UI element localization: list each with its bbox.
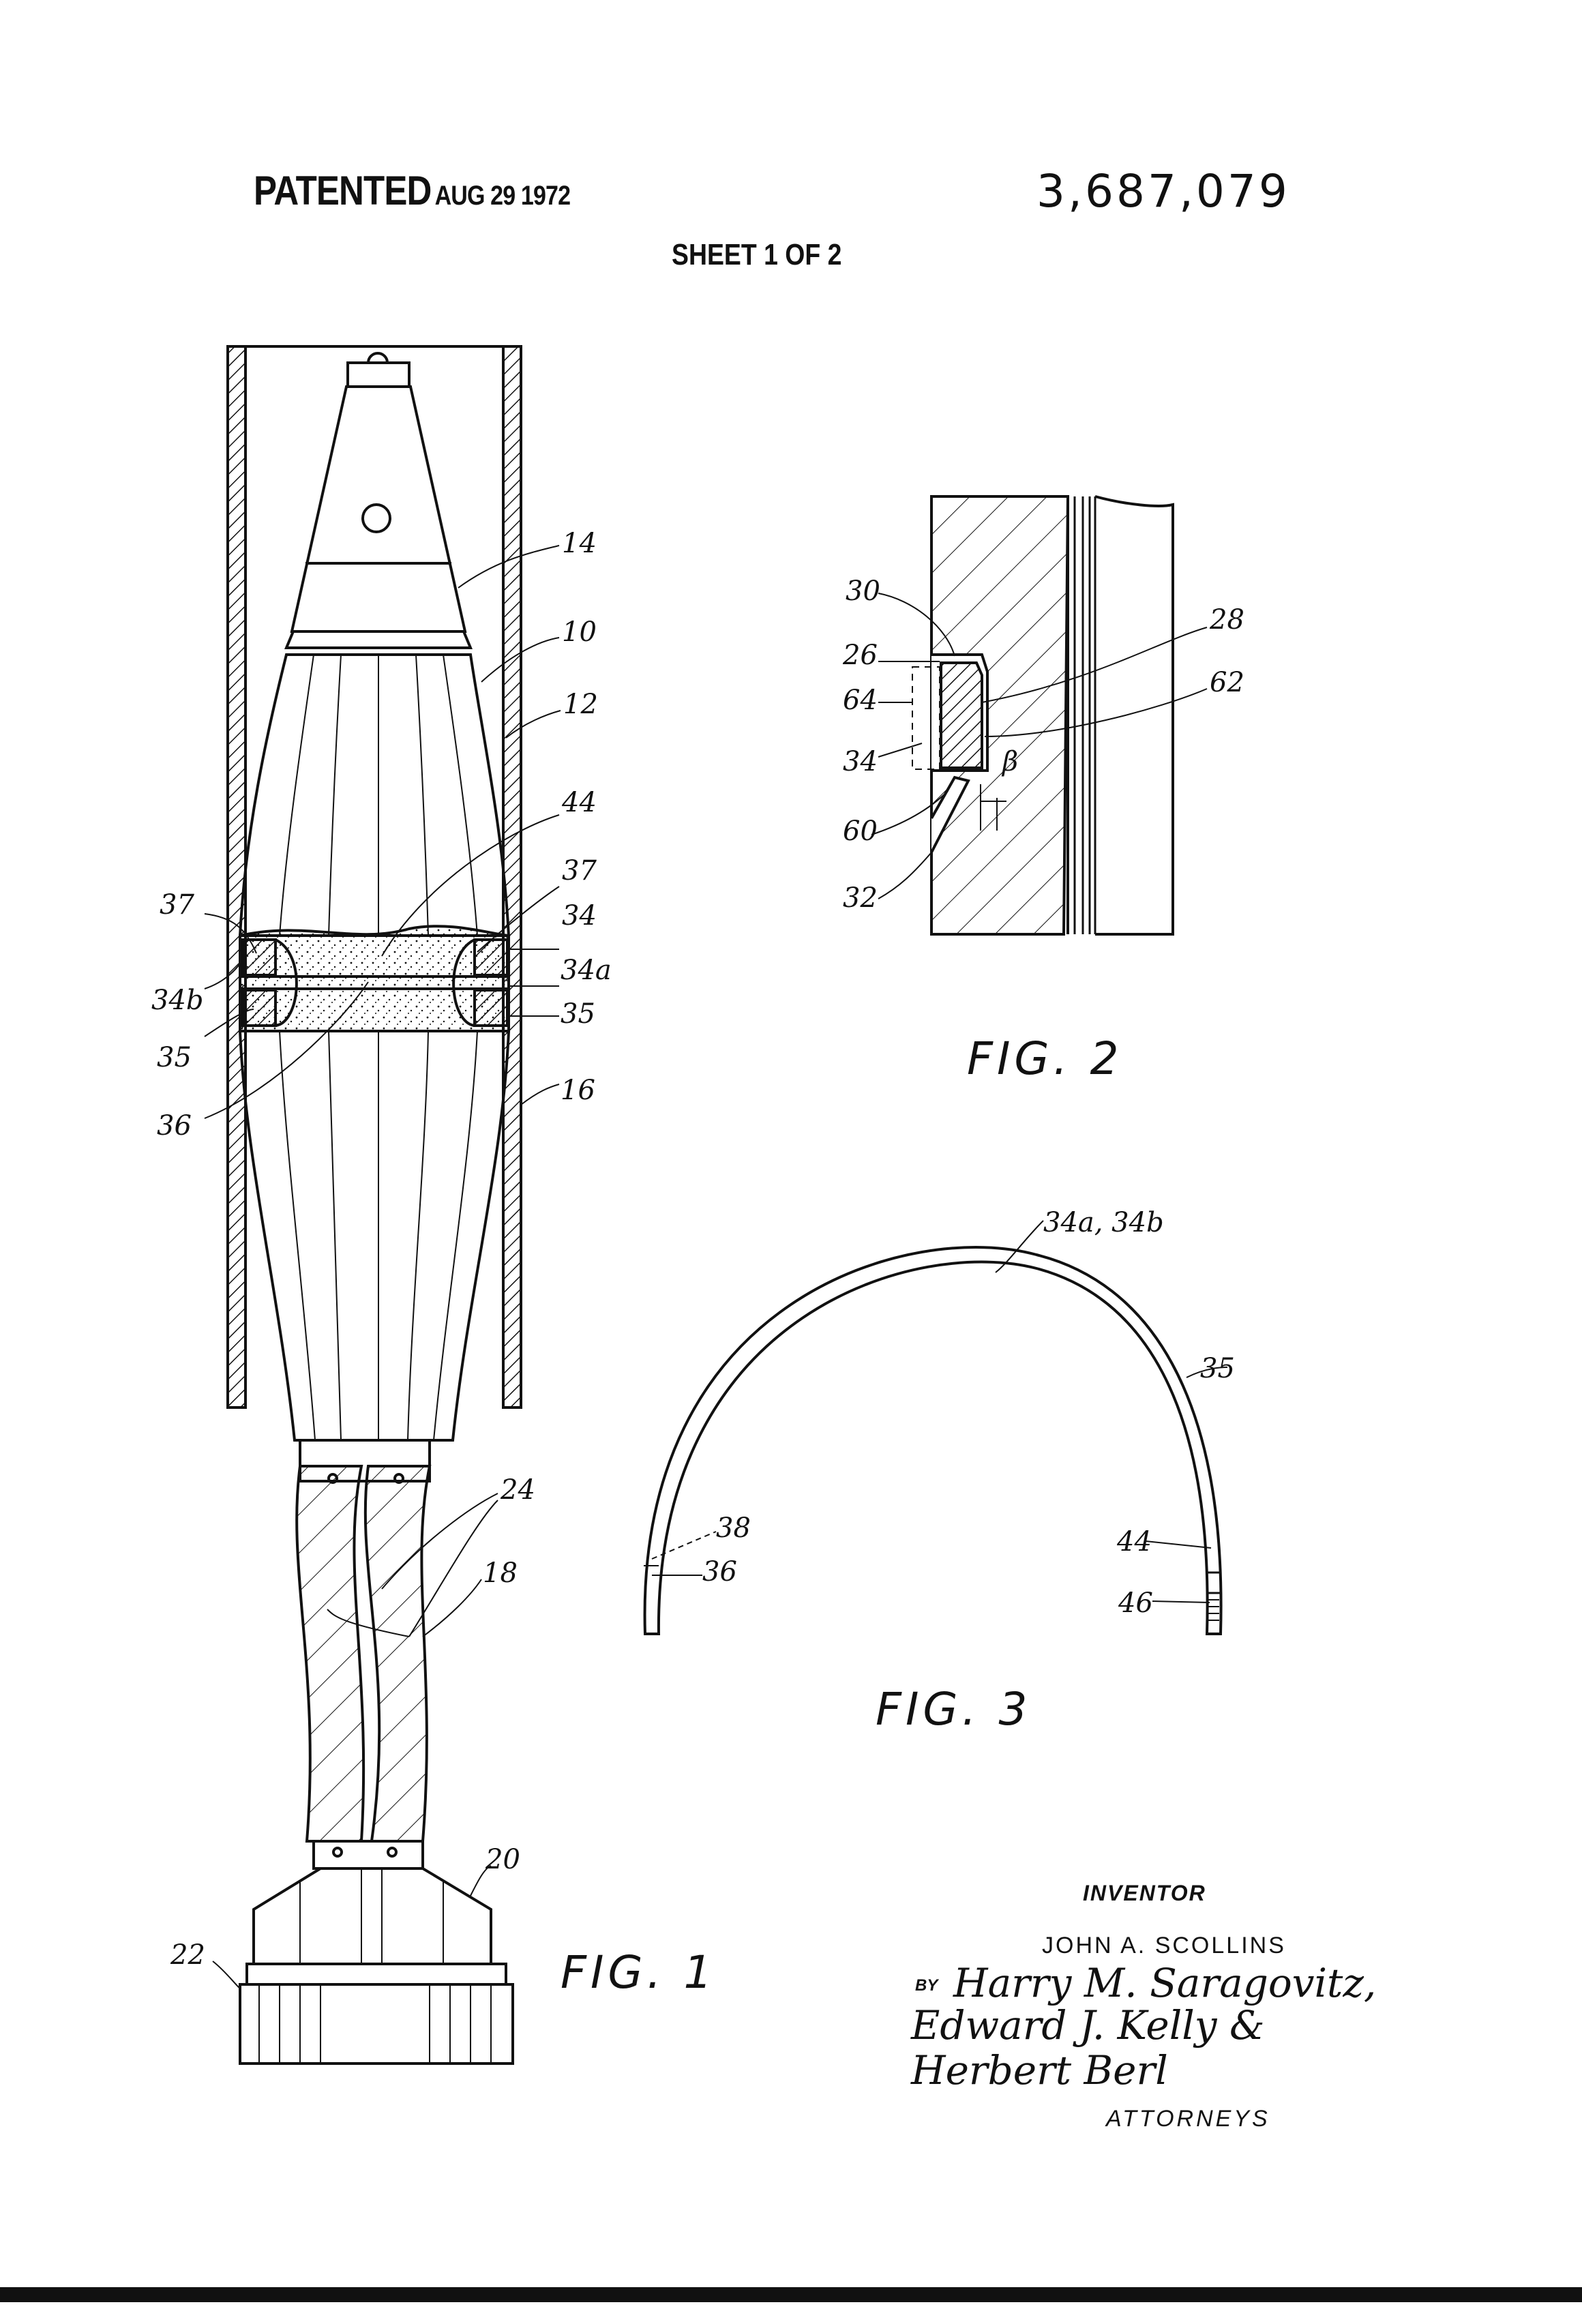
fig3-label: FIG. 3 bbox=[876, 1687, 1032, 1732]
fig1-drawing bbox=[205, 346, 561, 2064]
attorneys-label: ATTORNEYS bbox=[1106, 2107, 1270, 2130]
ref-label: 60 bbox=[843, 816, 878, 847]
tube-wall-right bbox=[503, 346, 521, 1407]
ref-label: 28 bbox=[1209, 604, 1244, 636]
projectile-body-upper bbox=[240, 655, 509, 936]
ref-label: 38 bbox=[716, 1513, 751, 1544]
ref-label: 35 bbox=[1200, 1353, 1235, 1384]
ref-label: 34 bbox=[843, 746, 878, 777]
ref-label: 34 bbox=[562, 900, 597, 932]
ref-label: 37 bbox=[160, 889, 194, 921]
ref-label: 44 bbox=[561, 787, 597, 818]
ref-label: 34b bbox=[151, 985, 204, 1016]
ref-label: 44 bbox=[1116, 1526, 1152, 1558]
propellant-increment-left bbox=[297, 1466, 363, 1841]
inventor-name: JOHN A. SCOLLINS bbox=[1042, 1934, 1286, 1957]
ref-label: 37 bbox=[562, 855, 597, 887]
ignition-cartridge-base bbox=[240, 1984, 513, 2064]
bottom-border-bar bbox=[0, 2287, 1582, 2302]
fig2-label: FIG. 2 bbox=[967, 1037, 1123, 1082]
inventor-heading: INVENTOR bbox=[1083, 1882, 1206, 1904]
nose-cone bbox=[292, 387, 465, 631]
ref-label: 46 bbox=[1118, 1588, 1153, 1619]
ref-label: 36 bbox=[702, 1556, 737, 1588]
ref-label: 14 bbox=[562, 528, 597, 559]
ref-label: 16 bbox=[561, 1075, 595, 1106]
ref-label: 22 bbox=[170, 1939, 205, 1971]
fig3-reference-numerals: 34a, 34b 35 38 36 44 46 bbox=[702, 1207, 1235, 1619]
ref-label: 35 bbox=[157, 1042, 192, 1073]
ref-label: 62 bbox=[1210, 667, 1244, 698]
ref-label: 34a, 34b bbox=[1043, 1207, 1164, 1238]
ref-label: 10 bbox=[562, 616, 597, 648]
tube-wall-left bbox=[228, 346, 245, 1407]
attorney-signatures: Harry M. Saragovitz, Edward J. Kelly & H… bbox=[910, 1960, 1376, 2094]
fig1-label: FIG. 1 bbox=[561, 1950, 717, 1995]
ref-label: 20 bbox=[485, 1844, 520, 1875]
ref-label: 32 bbox=[843, 882, 878, 914]
projectile-body-lower bbox=[240, 1031, 509, 1440]
signature-line-1: Harry M. Saragovitz, bbox=[953, 1960, 1376, 2006]
by-label: BY bbox=[915, 1978, 938, 1994]
ref-label: 12 bbox=[563, 689, 598, 720]
band-section bbox=[941, 663, 982, 768]
ref-label: 30 bbox=[846, 576, 880, 607]
ref-label: 36 bbox=[157, 1110, 192, 1142]
ref-label: 24 bbox=[500, 1474, 535, 1506]
ref-label: β bbox=[1001, 746, 1018, 777]
signature-line-3: Herbert Berl bbox=[910, 2047, 1168, 2094]
propellant-increment-right bbox=[365, 1466, 430, 1841]
ref-label: 18 bbox=[483, 1558, 518, 1589]
ref-label: 35 bbox=[561, 998, 595, 1030]
ref-label: 26 bbox=[842, 640, 878, 671]
tail-fins bbox=[254, 1868, 491, 1964]
signature-line-2: Edward J. Kelly & bbox=[910, 2002, 1265, 2049]
ref-label: 64 bbox=[843, 685, 878, 716]
ref-label: 34a bbox=[561, 955, 612, 986]
